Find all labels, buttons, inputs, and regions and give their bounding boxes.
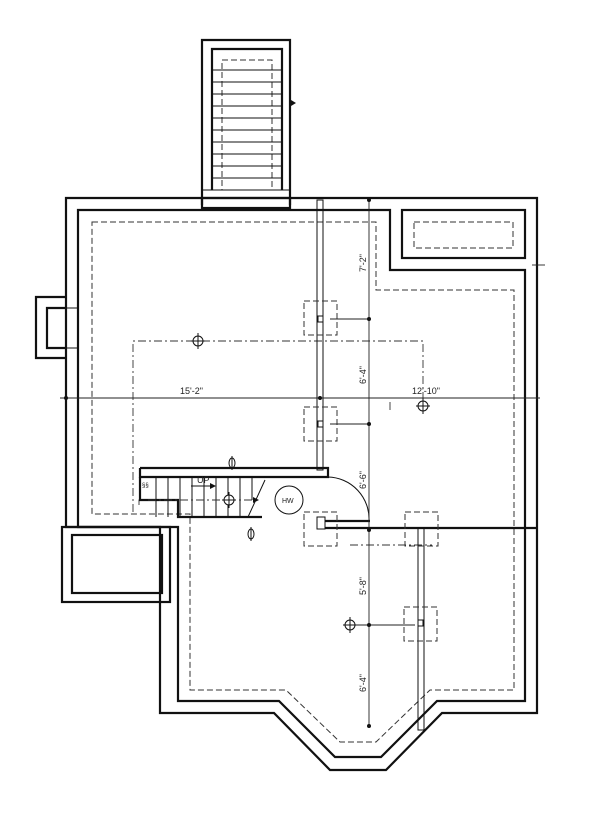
dimension-label: 15'-2" — [180, 386, 203, 396]
water-heater-label: HW — [282, 498, 294, 505]
light-fixture-icon — [343, 617, 357, 633]
column-pads — [303, 300, 439, 642]
dimension-label: 5'-8" — [358, 577, 368, 595]
outlet-icon — [228, 456, 236, 470]
dimension-label: 12'-10" — [412, 386, 440, 396]
outlet-icon — [247, 527, 255, 541]
water-heater-symbol — [274, 485, 304, 515]
stair-up-label: UP — [197, 475, 210, 485]
dimension-label: 6'-6" — [358, 471, 368, 489]
footing-outline — [91, 221, 515, 743]
dimension-label: 6'-4" — [358, 366, 368, 384]
window-well — [34, 295, 79, 360]
stair-label-small: §§ — [142, 483, 149, 489]
arrow-icon — [253, 497, 259, 503]
dimension-label: 6'-4" — [358, 674, 368, 692]
up-arrow-icon — [210, 483, 216, 489]
dimension-lines — [60, 198, 545, 728]
light-fixture-icon — [191, 333, 205, 349]
interior-walls — [138, 199, 537, 731]
arrow-icon — [291, 100, 296, 106]
lower-left-well — [60, 525, 172, 604]
foundation-walls — [64, 196, 539, 772]
light-fixtures — [191, 333, 430, 633]
dimension-label: 7'-2" — [358, 254, 368, 272]
light-fixture-icon — [222, 492, 236, 508]
stair-treads — [212, 69, 282, 179]
light-fixture-icon — [416, 398, 430, 414]
exterior-stairwell — [200, 38, 296, 205]
